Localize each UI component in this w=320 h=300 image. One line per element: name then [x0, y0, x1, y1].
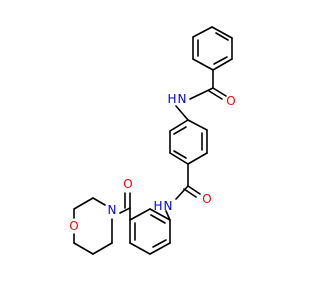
central-phenylene-ring: [169, 105, 208, 165]
anilide-phenyl-ring: [129, 208, 171, 255]
ketone-oxygen-label: O: [123, 177, 132, 191]
benzoyl-phenyl-ring: [192, 26, 233, 71]
amide-nitrogen-label-top: N: [178, 92, 187, 106]
structure-canvas: O N H O N H O N O: [69, 26, 236, 255]
amide-nitrogen-label-mid: N: [164, 199, 173, 213]
amide-hydrogen-label-mid: H: [153, 199, 162, 213]
molecule-drawing: O N H O N H O N O: [69, 26, 236, 255]
amide-oxygen-label: O: [202, 192, 211, 206]
central-amide-group: [175, 163, 201, 200]
amide-hydrogen-label-top: H: [167, 92, 176, 106]
benzoyl-oxygen-label: O: [226, 94, 235, 108]
morpholine-nitrogen-label: N: [108, 203, 117, 217]
benzoyl-amide-group: [189, 69, 227, 100]
morpholine-oxygen-label: O: [69, 219, 78, 233]
morpholine-carbonyl-group: [119, 192, 131, 221]
morpholine-ring: [73, 197, 113, 255]
atom-labels: O N H O N H O N O: [69, 92, 235, 233]
